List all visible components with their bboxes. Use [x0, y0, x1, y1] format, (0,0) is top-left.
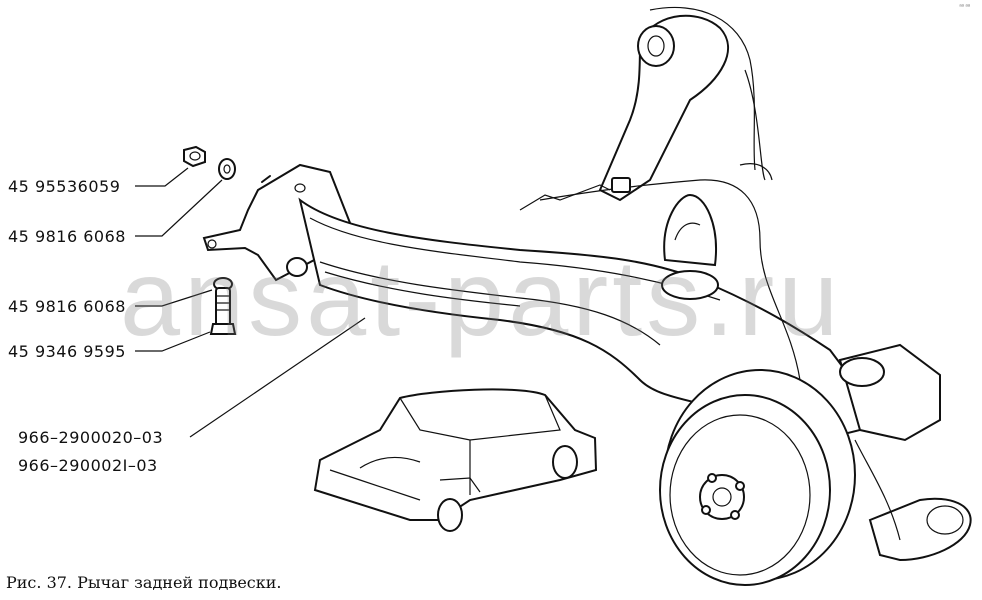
fasteners	[183, 145, 237, 335]
brake-pipe	[519, 163, 801, 381]
bolt-part	[215, 287, 231, 327]
brake-drum	[659, 369, 856, 586]
washer-part	[218, 158, 236, 180]
part-label-washer2: 45 9816 6068	[8, 297, 126, 316]
part-label-arm-1: 966–2900020–03	[18, 428, 164, 447]
corner-mark: ᵃᵃ ᵃᵃ	[959, 4, 970, 10]
part-label-bolt: 45 9346 9595	[8, 342, 126, 361]
part-label-washer: 45 9816 6068	[8, 227, 126, 246]
car-inset	[313, 388, 598, 532]
nut-part	[183, 145, 206, 168]
axle-flange	[838, 343, 972, 562]
leader-lines	[135, 167, 366, 438]
figure-caption: Рис. 37. Рычаг задней подвески.	[6, 573, 282, 592]
upper-link	[598, 6, 766, 202]
bump-stop	[661, 193, 719, 300]
part-label-nut: 45 95536059	[8, 177, 121, 196]
part-label-arm-2: 966–290002I–03	[18, 456, 158, 475]
